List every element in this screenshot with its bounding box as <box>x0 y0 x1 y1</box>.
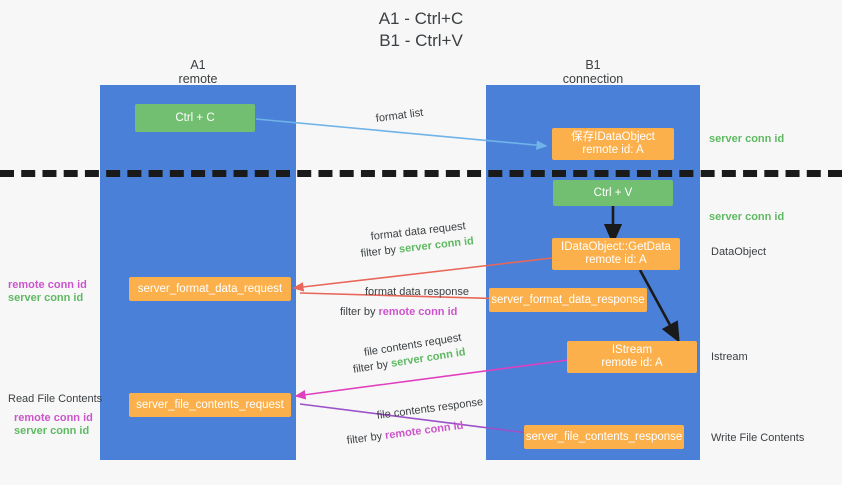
box-getdata-line2: remote id: A <box>585 254 647 266</box>
box-istream-line2: remote id: A <box>601 357 663 369</box>
box-server-format-data-response-label: server_format_data_response <box>491 293 645 306</box>
box-server-format-data-response[interactable]: server_format_data_response <box>489 288 647 312</box>
box-save-dataobject[interactable]: 保存IDataObject remote id: A <box>552 128 674 160</box>
page-title: A1 - Ctrl+C B1 - Ctrl+V <box>0 8 842 52</box>
box-ctrl-v-label: Ctrl + V <box>593 186 633 199</box>
box-server-file-contents-response-label: server_file_contents_response <box>525 430 683 443</box>
title-line-2: B1 - Ctrl+V <box>379 31 463 50</box>
box-ctrl-c-label: Ctrl + C <box>175 111 215 124</box>
box-istream-line1: IStream <box>611 344 653 356</box>
annotation-server-conn-id-lower: server conn id <box>14 425 90 437</box>
annotation-dataobject: DataObject <box>711 246 767 258</box>
title-line-1: A1 - Ctrl+C <box>378 9 464 28</box>
box-server-file-contents-request[interactable]: server_file_contents_request <box>129 393 291 417</box>
column-header-b1-name: B1 <box>585 58 601 72</box>
annotation-server-conn-id-upper: server conn id <box>8 292 84 304</box>
phase-divider <box>0 170 842 177</box>
edge-label-file-contents-response: file contents response <box>376 396 484 422</box>
column-header-b1-subtitle: connection <box>562 72 624 86</box>
annotation-read-file-contents: Read File Contents <box>8 393 103 405</box>
edge-label-format-data-response: format data response <box>365 286 469 298</box>
edge-label-format-data-response-filter: filter by remote conn id <box>340 306 458 318</box>
edge-label-format-list: format list <box>375 106 424 125</box>
annotation-remote-conn-id-lower: remote conn id <box>14 412 93 424</box>
edge-label-file-contents-response-filter: filter by remote conn id <box>346 419 465 447</box>
box-server-format-data-request-label: server_format_data_request <box>137 282 283 295</box>
box-istream[interactable]: IStream remote id: A <box>567 341 697 373</box>
column-header-b1: B1 connection <box>503 58 683 86</box>
annotation-remote-conn-id-upper: remote conn id <box>8 279 87 291</box>
annotation-server-conn-id-mid: server conn id <box>709 211 785 223</box>
box-server-format-data-request[interactable]: server_format_data_request <box>129 277 291 301</box>
box-save-dataobject-line1: 保存IDataObject <box>571 131 655 143</box>
box-server-file-contents-response[interactable]: server_file_contents_response <box>524 425 684 449</box>
column-header-a1-subtitle: remote <box>178 72 218 86</box>
annotation-write-file-contents: Write File Contents <box>711 432 805 444</box>
annotation-istream: Istream <box>711 351 748 363</box>
box-ctrl-v[interactable]: Ctrl + V <box>553 180 673 206</box>
annotation-server-conn-id-top: server conn id <box>709 133 785 145</box>
box-ctrl-c[interactable]: Ctrl + C <box>135 104 255 132</box>
box-getdata-line1: IDataObject::GetData <box>561 241 671 253</box>
box-getdata[interactable]: IDataObject::GetData remote id: A <box>552 238 680 270</box>
column-header-a1: A1 remote <box>108 58 288 86</box>
box-server-file-contents-request-label: server_file_contents_request <box>136 398 284 411</box>
box-save-dataobject-line2: remote id: A <box>582 144 644 156</box>
column-header-a1-name: A1 <box>190 58 206 72</box>
